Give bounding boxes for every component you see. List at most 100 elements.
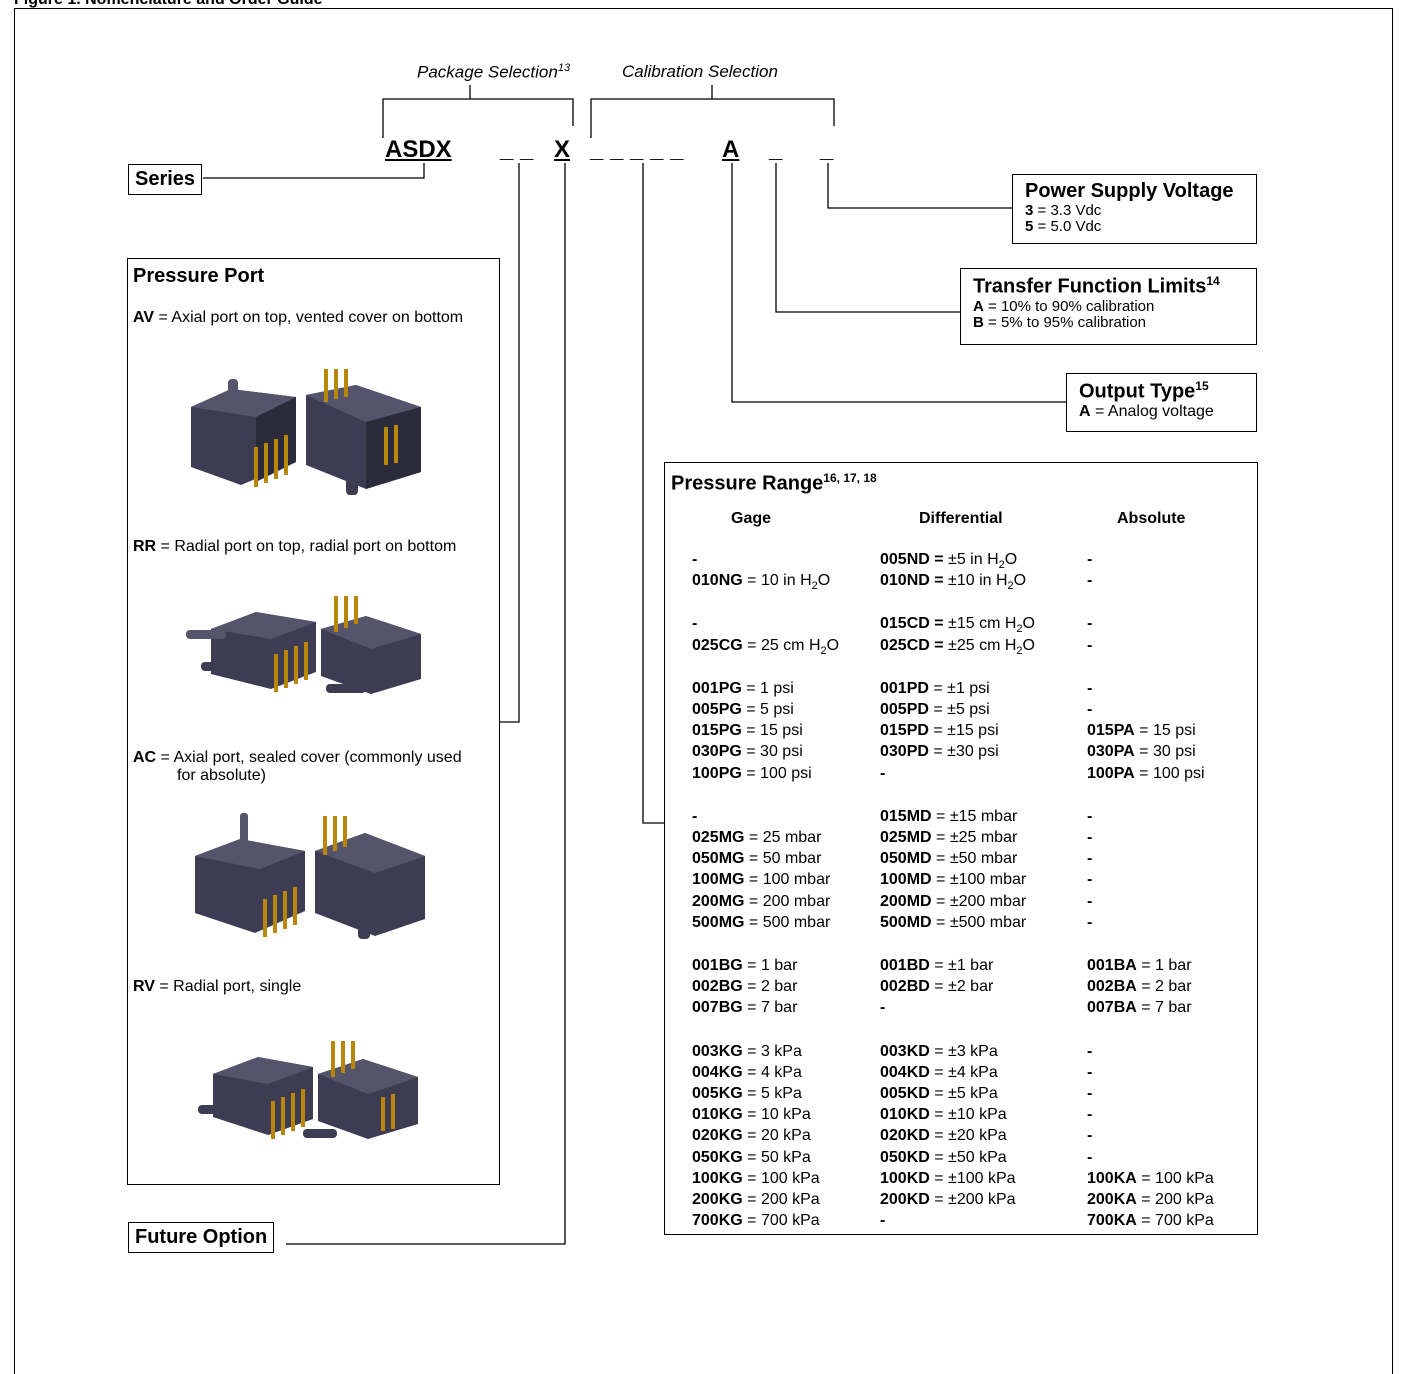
range-code: 001PD: [880, 679, 929, 697]
range-cell: -: [1087, 806, 1092, 827]
range-code: 015MD: [880, 807, 932, 825]
range-cell: 004KD = ±4 kPa: [880, 1062, 998, 1083]
range-cell: 007BG = 7 bar: [692, 997, 797, 1018]
range-value: = 200 mbar: [744, 892, 831, 910]
pressure-port-title: Pressure Port: [133, 265, 265, 287]
range-code: 200KG: [692, 1191, 743, 1208]
range-code: 015PG: [692, 722, 742, 740]
range-cell: -: [1087, 869, 1092, 890]
range-cell: 200MG = 200 mbar: [692, 891, 830, 912]
power-supply-title: Power Supply Voltage: [1025, 180, 1234, 202]
range-cell: -: [1087, 678, 1092, 699]
range-value: = ±200 kPa: [929, 1191, 1016, 1208]
range-code: 002BA: [1087, 978, 1137, 996]
column-header-absolute: Absolute: [1117, 510, 1186, 527]
range-code: 100KA: [1087, 1169, 1137, 1187]
range-code: 005ND =: [880, 551, 944, 568]
range-value: = ±2 bar: [929, 978, 994, 996]
range-code: -: [1087, 1085, 1093, 1102]
range-code: -: [1087, 1063, 1093, 1081]
range-cell: 015CD = ±15 cm H2O: [880, 613, 1035, 636]
range-value: = ±1 psi: [928, 679, 990, 697]
range-cell: -: [1087, 613, 1092, 634]
power-supply-line: [827, 163, 1012, 209]
range-code: -: [1087, 1042, 1093, 1060]
range-code: 050MD: [880, 850, 932, 868]
range-unit: O: [1004, 551, 1018, 568]
range-cell: -: [1087, 1083, 1092, 1104]
sensor-body: [321, 596, 421, 694]
range-code: 100KD: [880, 1169, 930, 1187]
range-cell: 001BG = 1 bar: [692, 955, 797, 976]
range-code: -: [692, 807, 698, 825]
range-code: -: [1087, 913, 1093, 931]
range-value: = 30 psi: [741, 743, 803, 761]
range-cell: -: [692, 806, 697, 827]
range-code: -: [1087, 829, 1093, 846]
range-value: = 200 kPa: [1136, 1191, 1214, 1208]
series-code: ASDX: [385, 136, 452, 163]
range-code: -: [880, 999, 886, 1017]
range-value: = 7 bar: [1136, 999, 1192, 1017]
range-value: = 50 kPa: [742, 1148, 811, 1166]
range-code: 005KG: [692, 1085, 743, 1102]
range-code: 100PA: [1087, 764, 1135, 782]
range-value: = 10 kPa: [742, 1106, 811, 1124]
range-cell: 001BA = 1 bar: [1087, 955, 1192, 976]
transfer-function-option: A = 10% to 90% calibration: [973, 297, 1155, 315]
range-code: 030PA: [1087, 743, 1135, 761]
range-cell: 015PD = ±15 psi: [880, 720, 999, 741]
sensor-rr-image: [186, 596, 421, 694]
range-cell: 001PG = 1 psi: [692, 678, 794, 699]
range-code: 500MG: [692, 913, 745, 931]
range-value: ±10 in H: [943, 572, 1008, 590]
range-code: 200KA: [1087, 1191, 1137, 1208]
range-code: 050KG: [692, 1148, 743, 1166]
range-cell: 005KD = ±5 kPa: [880, 1083, 998, 1104]
range-code: 002BG: [692, 978, 743, 996]
range-value: = ±1 bar: [929, 957, 994, 974]
range-subscript: 2: [1016, 623, 1023, 636]
range-cell: 050MD = ±50 mbar: [880, 848, 1017, 869]
range-cell: -: [1087, 848, 1092, 869]
range-value: = 1 bar: [1136, 957, 1192, 974]
range-value: ±5 in H: [943, 551, 999, 568]
range-cell: -: [692, 549, 697, 570]
range-cell: 025CD = ±25 cm H2O: [880, 635, 1035, 657]
range-code: 005PG: [692, 701, 742, 718]
range-code: 025CD =: [880, 636, 944, 654]
sensor-body: [306, 369, 421, 495]
range-cell: 001PD = ±1 psi: [880, 678, 990, 699]
range-cell: -: [1087, 1125, 1092, 1146]
range-cell: 100MD = ±100 mbar: [880, 869, 1026, 890]
range-value: = 200 kPa: [742, 1191, 820, 1208]
range-cell: 004KG = 4 kPa: [692, 1062, 802, 1083]
range-cell: 010NG = 10 in H2O: [692, 570, 830, 592]
range-code: 200MD: [880, 892, 932, 910]
range-cell: 700KA = 700 kPa: [1087, 1210, 1214, 1231]
range-value: = 15 psi: [741, 722, 803, 740]
range-code: 001BA: [1087, 957, 1137, 974]
range-code: 100PG: [692, 764, 742, 782]
range-value: = 700 kPa: [1136, 1212, 1214, 1230]
sensor-body: [303, 1041, 418, 1139]
range-code: -: [1087, 1148, 1093, 1166]
range-code: 200KD: [880, 1191, 930, 1208]
range-code: 025MD: [880, 829, 932, 846]
range-cell: 700KG = 700 kPa: [692, 1210, 820, 1231]
range-cell: 002BD = ±2 bar: [880, 976, 993, 997]
range-code: 100MD: [880, 871, 932, 889]
range-cell: -: [1087, 570, 1092, 591]
range-code: 100MG: [692, 871, 745, 889]
range-value: = ±200 mbar: [931, 892, 1027, 910]
range-value: = 15 psi: [1134, 722, 1196, 740]
range-value: = ±15 mbar: [931, 807, 1018, 825]
range-subscript: 2: [1007, 580, 1014, 593]
sensor-body: [191, 379, 296, 487]
range-code: 001BD: [880, 957, 930, 974]
port-option-ac: AC = Axial port, sealed cover (commonly …: [133, 749, 462, 784]
range-unit: O: [1013, 572, 1027, 590]
range-code: 025CG: [692, 636, 743, 654]
range-cell: 001BD = ±1 bar: [880, 955, 993, 976]
range-value: = 500 mbar: [744, 913, 831, 931]
